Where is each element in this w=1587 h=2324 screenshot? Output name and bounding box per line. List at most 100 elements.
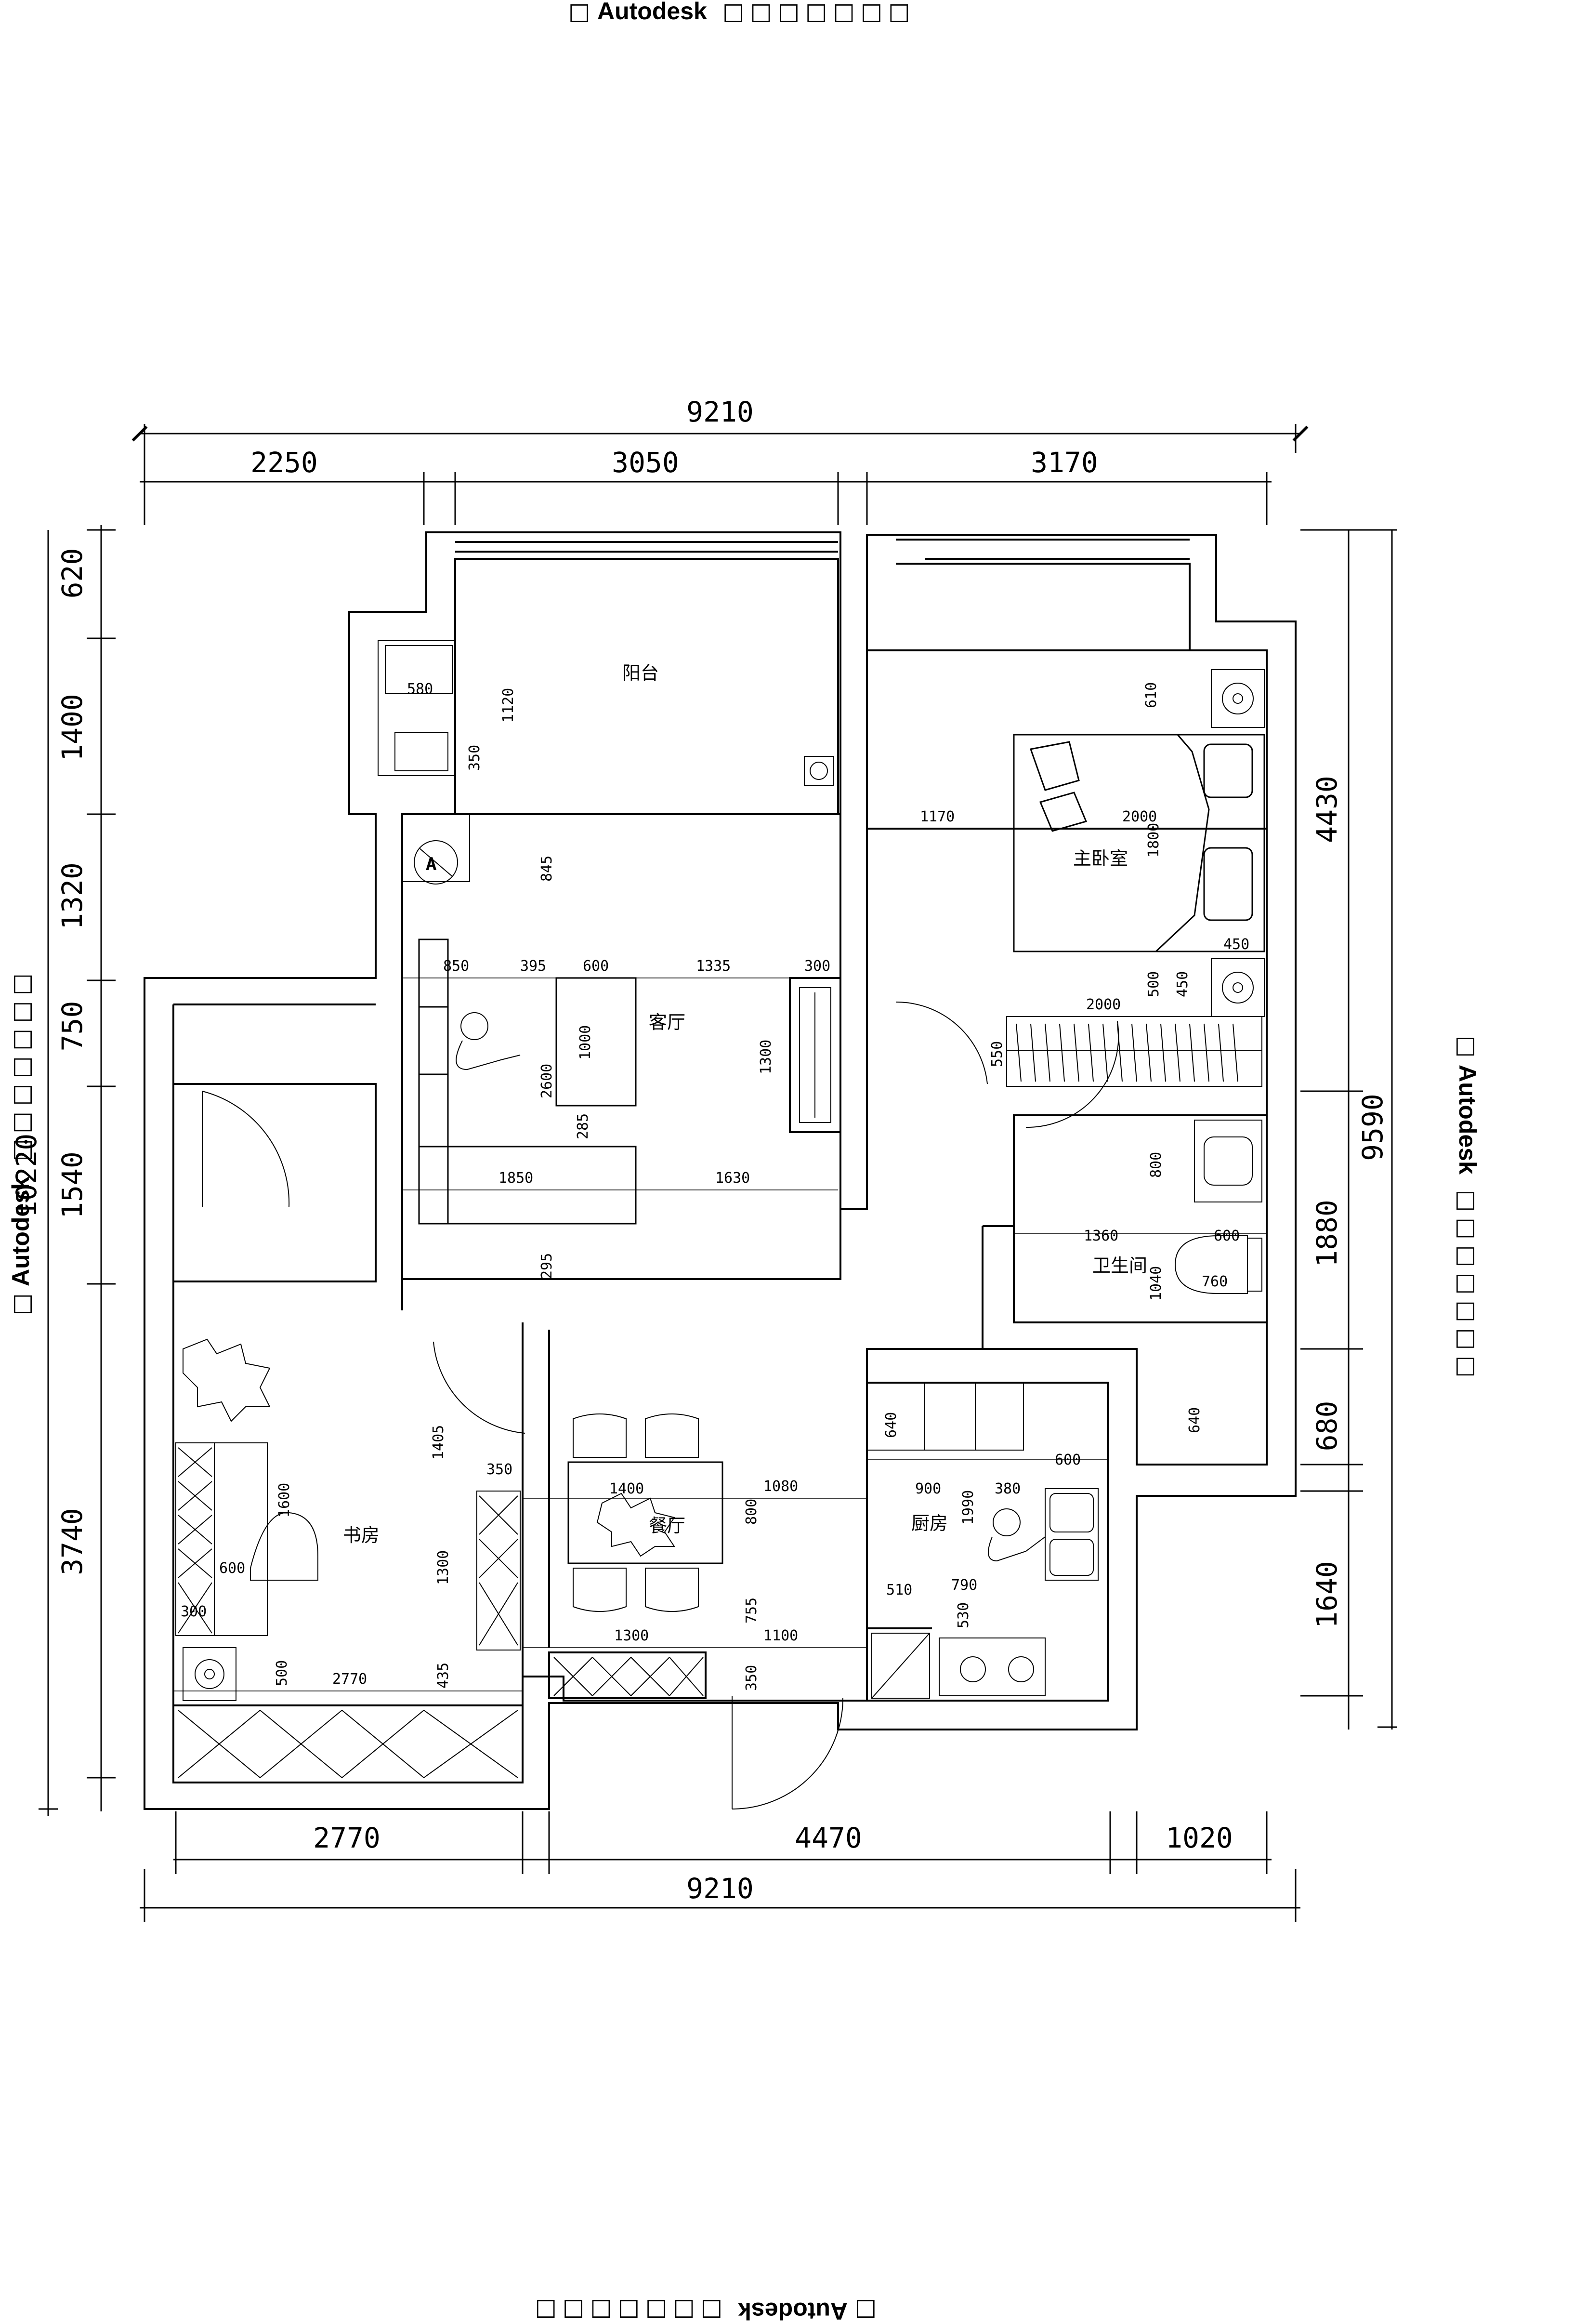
dim-label: 1600 — [276, 1483, 293, 1518]
dim-label: 1630 — [715, 1170, 750, 1187]
dim-label: 800 — [1148, 1152, 1165, 1178]
dim-label: 1100 — [763, 1627, 798, 1644]
dim-label: 1990 — [960, 1490, 977, 1525]
dim-label: 800 — [743, 1499, 760, 1525]
dim-top-total: 9210 — [686, 396, 754, 428]
svg-text:A: A — [426, 855, 436, 874]
person-icon — [456, 1012, 1046, 1562]
dim-right-4: 1640 — [1311, 1561, 1343, 1628]
dim-label: 600 — [1055, 1452, 1081, 1468]
dim-label: 1170 — [920, 808, 955, 825]
dim-label: 530 — [955, 1602, 972, 1628]
dim-left-3: 1320 — [56, 862, 89, 930]
toilet-icon — [1174, 1235, 1262, 1294]
dim-left-2: 1400 — [56, 694, 89, 761]
dim-top-3: 3170 — [1031, 446, 1098, 479]
dim-label: 1300 — [758, 1040, 774, 1074]
dim-label: 850 — [443, 958, 469, 975]
bookshelf-icon — [175, 1442, 521, 1651]
watermark-left: □ Autodesk □□□□□□□ — [7, 968, 35, 1315]
dim-label: 350 — [743, 1665, 760, 1691]
watermark-brand: Autodesk — [738, 2298, 848, 2324]
dim-label: 1000 — [577, 1025, 594, 1060]
dim-label: 2770 — [332, 1671, 367, 1688]
dimension-lines — [39, 424, 1397, 1922]
dim-left-6: 3740 — [56, 1508, 89, 1575]
dim-label: 600 — [1214, 1228, 1240, 1244]
bed-icon — [1013, 734, 1265, 952]
dim-label: 1400 — [609, 1480, 644, 1497]
dim-left-4: 750 — [56, 1001, 89, 1052]
dim-label: 1800 — [1145, 823, 1162, 858]
sink-icon — [1045, 1488, 1099, 1581]
dim-right-2: 1880 — [1311, 1200, 1343, 1267]
dim-label: 510 — [886, 1582, 912, 1598]
ac-unit-icon: A — [402, 814, 470, 885]
dim-left-total: 10220 — [10, 1134, 43, 1218]
room-study: 书房 — [343, 1525, 380, 1546]
room-kitchen: 厨房 — [911, 1513, 948, 1534]
dining-chair-icon — [573, 1413, 699, 1612]
dim-label: 450 — [1223, 936, 1249, 953]
dim-label: 640 — [1186, 1407, 1203, 1433]
dim-label: 1405 — [430, 1425, 447, 1460]
room-balcony: 阳台 — [622, 662, 659, 684]
dim-left-5: 1540 — [56, 1151, 89, 1219]
dim-label: 300 — [804, 958, 830, 975]
dim-label: 2000 — [1122, 808, 1157, 825]
dim-bottom-3: 1020 — [1166, 1822, 1233, 1854]
dim-label: 845 — [538, 856, 555, 882]
room-dining: 餐厅 — [649, 1515, 685, 1536]
dim-top-1: 2250 — [250, 446, 318, 479]
dim-label: 1360 — [1084, 1228, 1118, 1244]
inner-dimension-lines — [173, 828, 1267, 1691]
watermark-tail: □□□□□□□ — [722, 0, 916, 25]
watermark-bottom: □ Autodesk □□□□□□□ — [529, 2297, 877, 2324]
watermark-box: □ — [855, 2297, 877, 2324]
dim-label: 600 — [219, 1560, 245, 1577]
dining-table-icon — [567, 1461, 723, 1564]
dim-top-2: 3050 — [612, 446, 679, 479]
wardrobe-icon — [178, 1657, 704, 1778]
dim-label: 900 — [915, 1480, 941, 1497]
dim-label: 1850 — [498, 1170, 533, 1187]
dim-label: 300 — [181, 1603, 207, 1620]
watermark-brand: Autodesk — [597, 0, 707, 25]
stove-icon — [939, 1637, 1046, 1696]
dim-right-total: 9590 — [1356, 1094, 1389, 1161]
inner-dimension-labels: 580 1120 350 845 850 395 600 1335 300 10… — [181, 681, 1249, 1691]
dim-label: 435 — [435, 1663, 452, 1689]
dim-label: 1080 — [763, 1478, 798, 1495]
tv-cabinet-icon — [799, 987, 831, 1123]
dim-label: 790 — [951, 1577, 977, 1594]
dim-label: 550 — [989, 1041, 1006, 1067]
wardrobe-icon — [1006, 1016, 1262, 1087]
dim-label: 450 — [1174, 971, 1191, 997]
dim-label: 755 — [743, 1598, 760, 1624]
watermark-brand: Autodesk — [7, 1176, 34, 1286]
room-master-bedroom: 主卧室 — [1073, 848, 1128, 869]
sink-icon — [1194, 1120, 1262, 1202]
watermark-tail: □□□□□□□ — [8, 968, 35, 1161]
kitchen-cabinet-icon — [866, 1382, 1024, 1451]
dim-label: 1335 — [696, 958, 731, 975]
watermark-box: □ — [8, 1294, 35, 1315]
room-labels: 阳台 客厅 主卧室 卫生间 书房 餐厅 厨房 — [343, 662, 1147, 1546]
watermark-box: □ — [568, 0, 590, 25]
washing-machine-icon — [378, 640, 834, 786]
lamp-icon — [1211, 669, 1265, 1017]
room-living: 客厅 — [649, 1012, 685, 1033]
dim-left-1: 620 — [56, 548, 89, 599]
dim-label: 760 — [1202, 1273, 1228, 1290]
desk-icon — [183, 1442, 318, 1701]
dim-label: 500 — [1145, 971, 1162, 997]
dim-right-1: 4430 — [1311, 776, 1343, 843]
dim-bottom-2: 4470 — [795, 1822, 862, 1854]
watermark-tail: □□□□□□□ — [529, 2297, 722, 2324]
dim-label: 1120 — [500, 688, 517, 723]
dim-label: 500 — [274, 1660, 290, 1686]
fridge-icon — [871, 1633, 930, 1699]
dim-label: 285 — [575, 1113, 591, 1139]
dim-bottom-total: 9210 — [686, 1872, 754, 1905]
